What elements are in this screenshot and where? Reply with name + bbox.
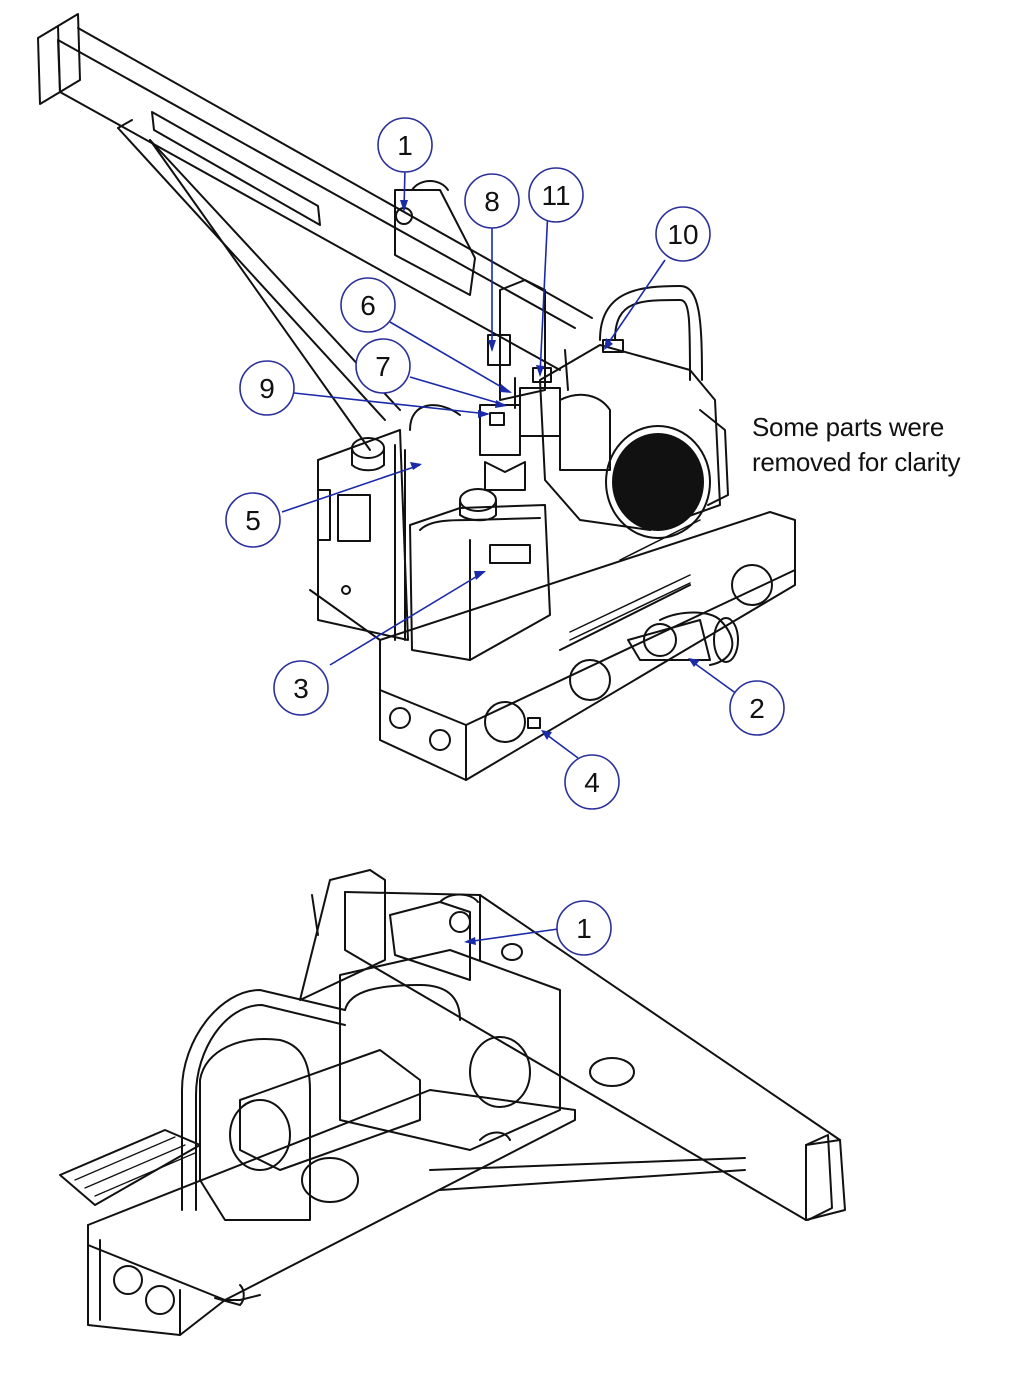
- callout-10-circle: [655, 206, 711, 262]
- callout-3-label: 3: [293, 673, 309, 704]
- top-assembly-drawing: [37, 13, 796, 781]
- callout-6-circle: [340, 277, 396, 333]
- callout-2-label: 2: [749, 693, 765, 724]
- callout-3-circle: [273, 660, 329, 716]
- clarity-note-line-2: removed for clarity: [752, 447, 961, 477]
- callout-bottom-1-circle: [556, 900, 612, 956]
- callout-1-circle: [377, 117, 433, 173]
- callout-1-label: 1: [397, 130, 413, 161]
- callout-5-circle: [225, 492, 281, 548]
- bottom-assembly-drawing: [59, 869, 846, 1336]
- clarity-note: Some parts were removed for clarity: [752, 410, 1012, 480]
- callout-8-circle: [464, 173, 520, 229]
- leader-arrowheads: [400, 200, 700, 945]
- clarity-note-line-1: Some parts were: [752, 412, 945, 442]
- callout-9-circle: [239, 360, 295, 416]
- callout-11-label: 11: [541, 180, 570, 211]
- callout-10-label: 10: [667, 219, 698, 250]
- callout-4-label: 4: [584, 767, 600, 798]
- leader-lines: [281, 167, 742, 943]
- callout-11-circle: [528, 167, 584, 223]
- callout-5-label: 5: [245, 505, 261, 536]
- callout-6-label: 6: [360, 290, 376, 321]
- callout-9-label: 9: [259, 373, 275, 404]
- callout-4-circle: [564, 754, 620, 810]
- callout-8-label: 8: [484, 186, 500, 217]
- callout-7-label: 7: [375, 351, 391, 382]
- callout-bottom-1-label: 1: [576, 913, 592, 944]
- callout-2-circle: [729, 680, 785, 736]
- callout-7-circle: [355, 338, 411, 394]
